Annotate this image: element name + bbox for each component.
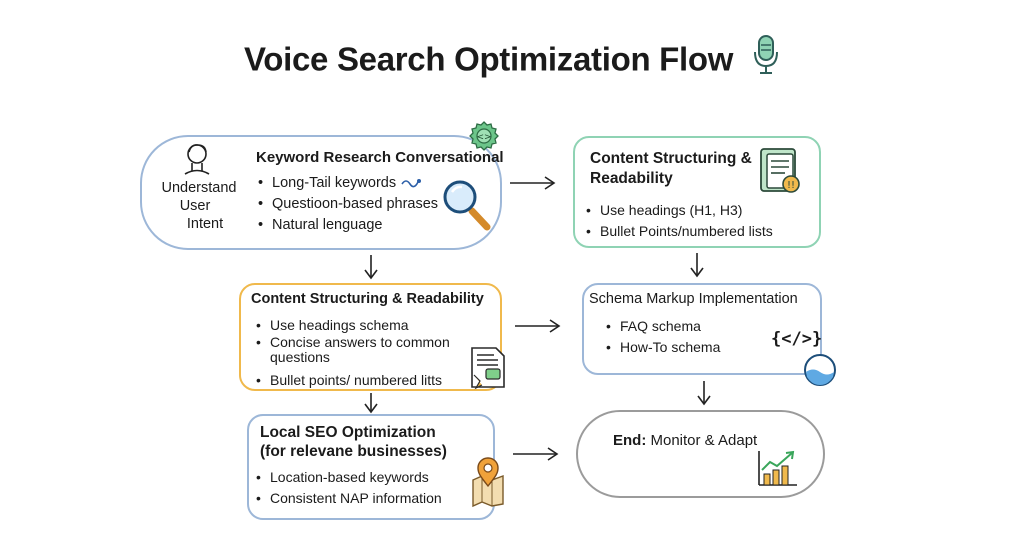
keyword-research-list: Long-Tail keywords Questioon-based phras… <box>256 173 438 236</box>
list-item: Use headings (H1, H3) <box>584 200 773 221</box>
arrow-right-structure-mid-to-schema <box>514 318 562 339</box>
svg-text:!!: !! <box>787 180 795 191</box>
arrow-right-local-to-end <box>512 446 560 467</box>
list-item: Consistent NAP information <box>254 488 442 509</box>
node-intent-label: Understand User Intent <box>158 179 240 233</box>
certificate-icon <box>468 345 508 396</box>
intent-label-line-1: Understand <box>161 180 237 196</box>
microphone-icon <box>752 34 780 84</box>
list-item-text: Concise answers to common questions <box>270 334 450 365</box>
list-item: FAQ schema <box>604 316 720 337</box>
list-item: Location-based keywords <box>254 467 442 488</box>
list-item: Bullet Points/numbered lists <box>584 221 773 242</box>
user-head-icon <box>182 141 212 180</box>
list-item: Concise answers to common questions <box>254 335 470 365</box>
structure-top-heading: Content Structuring & Readability <box>590 149 752 189</box>
document-icon: !! <box>758 146 804 201</box>
arrow-right-intent-to-structure <box>509 175 557 196</box>
diagram-title: Voice Search Optimization Flow <box>0 35 1024 84</box>
water-gauge-icon <box>802 352 838 393</box>
structure-top-list: Use headings (H1, H3) Bullet Points/numb… <box>584 200 773 242</box>
list-item: Long-Tail keywords <box>256 173 438 194</box>
arrow-down-structure-to-schema <box>689 252 705 283</box>
schema-heading: Schema Markup Implementation <box>589 291 798 307</box>
structure-top-heading-line-1: Content Structuring & <box>590 150 752 167</box>
growth-chart-icon <box>756 448 800 493</box>
structure-mid-heading: Content Structuring & Readability <box>251 291 484 307</box>
arrow-down-intent-to-structure-mid <box>363 254 379 285</box>
svg-text:<>: <> <box>476 133 491 143</box>
gear-badge-icon: <> <box>468 120 500 157</box>
map-pin-icon <box>470 456 506 513</box>
arrow-down-structure-mid-to-local <box>363 392 379 419</box>
list-item: How-To schema <box>604 337 720 358</box>
keyword-research-heading: Keyword Research Conversational <box>256 149 504 166</box>
list-item: Use headings schema <box>254 315 470 335</box>
code-icon: {</>} <box>771 329 823 349</box>
list-item: Natural lenguage <box>256 215 438 236</box>
local-heading: Local SEO Optimization (for relevane bus… <box>260 423 447 461</box>
sparkle-icon <box>400 176 422 195</box>
arrow-down-schema-to-end <box>696 380 712 411</box>
intent-label-line-2: User <box>179 198 211 214</box>
local-list: Location-based keywords Consistent NAP i… <box>254 467 442 509</box>
title-text: Voice Search Optimization Flow <box>243 40 734 78</box>
magnifier-icon <box>441 178 493 237</box>
structure-top-heading-line-2: Readability <box>590 170 673 187</box>
intent-label-line-3: Intent <box>186 216 224 232</box>
structure-mid-list: Use headings schema Concise answers to c… <box>254 315 470 390</box>
end-label-bold: End: <box>613 432 647 449</box>
schema-list: FAQ schema How-To schema <box>604 316 720 358</box>
end-label: End: Monitor & Adapt <box>613 432 757 449</box>
list-item: Bullet points/ numbered litts <box>254 370 470 390</box>
list-item: Questioon-based phrases <box>256 194 438 215</box>
end-label-text: Monitor & Adapt <box>650 432 758 449</box>
local-heading-line-2: (for relevane businesses) <box>260 443 447 460</box>
local-heading-line-1: Local SEO Optimization <box>260 424 436 441</box>
